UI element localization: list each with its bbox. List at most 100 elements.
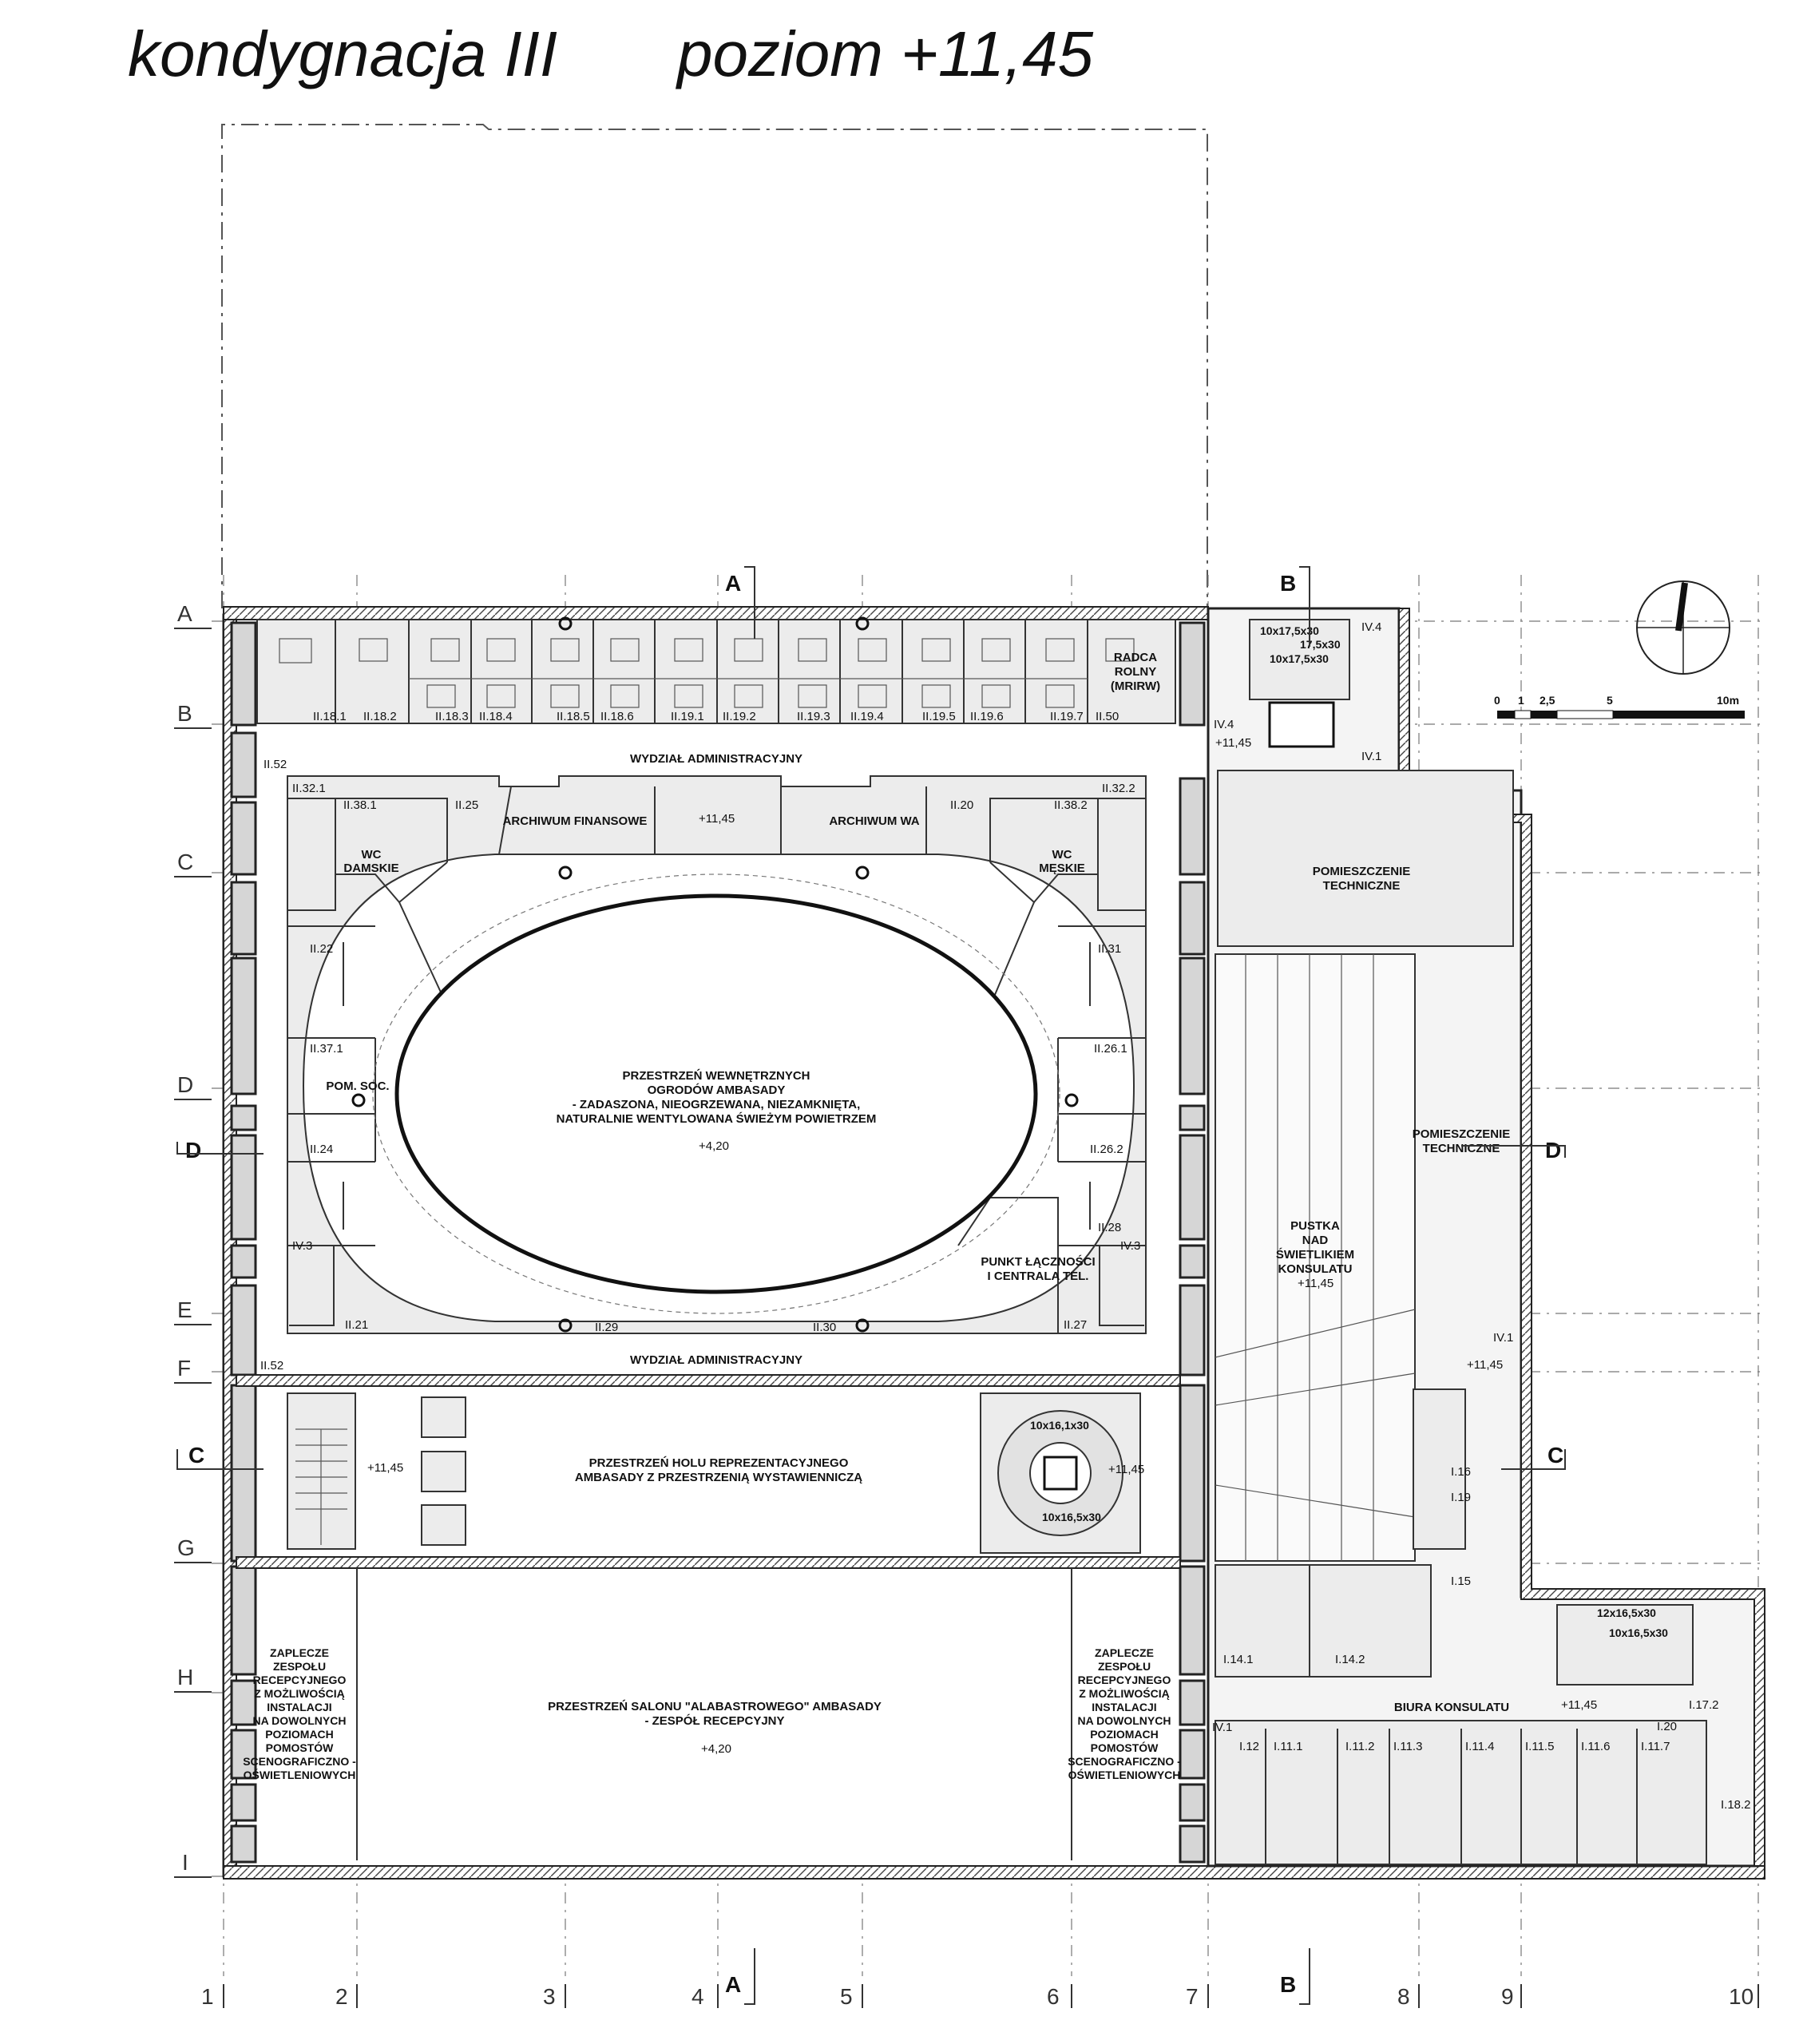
room-i-19: I.19 [1451,1491,1471,1504]
svg-text:OŚWIETLENIOWYCH: OŚWIETLENIOWYCH [1068,1768,1181,1781]
mid-facade-windows [1179,621,1206,1864]
label-wc-meskie: WC MĘSKIE [1039,848,1085,875]
room-i-11-5: I.11.5 [1525,1740,1554,1753]
svg-text:+4,20: +4,20 [701,1742,731,1756]
label-ogrod: PRZESTRZEŃ WEWNĘTRZNYCH OGRODÓW AMBASADY… [557,1069,877,1153]
room-ii-24: II.24 [310,1143,333,1156]
svg-text:10x16,5x30: 10x16,5x30 [1042,1511,1101,1523]
iv3-left [289,1245,335,1326]
svg-text:B: B [1280,1972,1296,1997]
svg-text:RADCA: RADCA [1114,651,1157,664]
room-i-11-7: I.11.7 [1641,1740,1670,1753]
room-ii-18-6: II.18.6 [600,710,634,723]
room-i-15: I.15 [1451,1575,1471,1588]
svg-text:Z MOŻLIWOŚCIĄ: Z MOŻLIWOŚCIĄ [254,1686,345,1700]
svg-text:NA DOWOLNYCH: NA DOWOLNYCH [253,1714,347,1727]
svg-text:ZAPLECZE: ZAPLECZE [270,1646,329,1659]
grid-row-e: E [177,1297,192,1322]
wc-meskie-walls [989,798,1146,911]
svg-text:POMOSTÓW: POMOSTÓW [266,1741,335,1754]
room-ii-21: II.21 [345,1318,368,1332]
room-i-16-block [1413,1388,1466,1550]
office-partitions-top [335,620,1088,723]
section-marker-c-right: C [1501,1443,1566,1470]
consulate-office-partitions [1265,1729,1638,1864]
room-ii-19-3: II.19.3 [797,710,830,723]
svg-text:ZAPLECZE: ZAPLECZE [1095,1646,1154,1659]
stair-core-top-right [1249,619,1350,700]
section-marker-a-bottom: A [725,1948,755,2005]
grid-col-6: 6 [1047,1984,1060,2009]
grid-row-d: D [177,1072,193,1097]
label-pustka: PUSTKA NAD ŚWIETLIKIEM KONSULATU +11,45 [1276,1219,1354,1290]
wall-top [223,606,1209,620]
section-marker-d-left: D [176,1138,264,1163]
north-arrow-icon [1636,580,1730,675]
svg-text:Z MOŻLIWOŚCIĄ: Z MOŻLIWOŚCIĄ [1079,1686,1170,1700]
corridor-label-top: WYDZIAŁ ADMINISTRACYJNY [630,752,802,766]
room-ii-32-1: II.32.1 [292,782,326,795]
offices-i-14 [1215,1564,1432,1678]
room-ii-28: II.28 [1098,1221,1121,1234]
room-ii-19-6: II.19.6 [970,710,1004,723]
svg-text:WC: WC [1052,848,1072,862]
svg-text:10x17,5x30: 10x17,5x30 [1270,652,1329,665]
level-stair-left: +11,45 [367,1461,403,1475]
label-archiwum-wa: ARCHIWUM WA [829,814,919,828]
stair-core-bottom-right [1556,1604,1694,1686]
grid-col-3: 3 [543,1984,556,2009]
skylight-void [1215,953,1416,1562]
room-i-14-2: I.14.2 [1335,1653,1365,1666]
room-ii-31: II.31 [1098,942,1121,956]
section-marker-d-right: D [1461,1138,1566,1163]
svg-text:DAMSKIE: DAMSKIE [343,862,398,875]
svg-text:- ZADASZONA, NIEOGRZEWANA, NIE: - ZADASZONA, NIEOGRZEWANA, NIEZAMKNIĘTA, [573,1098,861,1111]
svg-text:PRZESTRZEŃ HOLU REPREZENTACYJN: PRZESTRZEŃ HOLU REPREZENTACYJNEGO [589,1456,849,1470]
svg-text:10x16,1x30: 10x16,1x30 [1030,1419,1089,1432]
radca-label: RADCA ROLNY (MRIRW) [1111,651,1160,693]
svg-text:POMIESZCZENIE: POMIESZCZENIE [1413,1127,1511,1141]
room-numbers-ring: II.32.1 II.38.1 II.25 II.20 II.38.2 II.3… [292,782,1140,1334]
svg-text:RECEPCYJNEGO: RECEPCYJNEGO [253,1674,347,1686]
label-hol: PRZESTRZEŃ HOLU REPREZENTACYJNEGO AMBASA… [575,1456,862,1484]
svg-text:B: B [1280,571,1296,596]
svg-text:SCENOGRAFICZNO -: SCENOGRAFICZNO - [243,1755,356,1768]
grid-col-2: 2 [335,1984,348,2009]
svg-text:A: A [725,571,741,596]
svg-text:POZIOMACH: POZIOMACH [1090,1728,1159,1741]
svg-text:PUNKT ŁĄCZNOŚCI: PUNKT ŁĄCZNOŚCI [981,1254,1095,1269]
svg-text:10x16,5x30: 10x16,5x30 [1609,1626,1668,1639]
room-ii-27: II.27 [1064,1318,1087,1332]
grid-col-labels: 1 2 3 4 5 6 7 8 9 10 [201,1984,1759,2009]
svg-text:I CENTRALA TEL.: I CENTRALA TEL. [988,1270,1089,1283]
room-ii-19-4: II.19.4 [850,710,884,723]
svg-text:1: 1 [1518,694,1524,707]
grid-row-f: F [177,1356,191,1380]
level-consulate-top: +11,45 [1215,736,1251,750]
room-ii-18-3: II.18.3 [435,710,469,723]
room-ii-30: II.30 [813,1321,836,1334]
room-ii-25: II.25 [455,798,478,812]
tech-room-upper [1217,770,1514,947]
consulate-room-numbers: I.14.1 I.14.2 I.16 I.19 I.15 I.20 I.17.2… [1212,620,1751,1812]
room-ii-52-top: II.52 [264,758,287,771]
svg-text:ROLNY: ROLNY [1115,665,1157,679]
level-stair-right: +11,45 [1108,1463,1144,1476]
room-ii-52-bottom: II.52 [260,1359,283,1373]
level-consulate-bottom: +11,45 [1561,1698,1597,1712]
archive-partitions [398,786,1035,1007]
floor-title: kondygnacja III [128,18,558,89]
svg-text:TECHNICZNE: TECHNICZNE [1423,1142,1500,1155]
room-ii-50: II.50 [1096,710,1119,723]
svg-text:RECEPCYJNEGO: RECEPCYJNEGO [1078,1674,1171,1686]
svg-text:12x16,5x30: 12x16,5x30 [1597,1606,1656,1619]
room-ii-19-2: II.19.2 [723,710,756,723]
svg-text:NAD: NAD [1302,1234,1329,1247]
svg-text:C: C [1547,1443,1563,1468]
label-pom-tech-lower: POMIESZCZENIE TECHNICZNE [1413,1127,1511,1155]
svg-text:NA DOWOLNYCH: NA DOWOLNYCH [1078,1714,1171,1727]
svg-text:(MRIRW): (MRIRW) [1111,679,1160,693]
room-ii-22: II.22 [310,942,333,956]
svg-text:D: D [1545,1138,1561,1163]
level-title: poziom +11,45 [677,18,1094,89]
